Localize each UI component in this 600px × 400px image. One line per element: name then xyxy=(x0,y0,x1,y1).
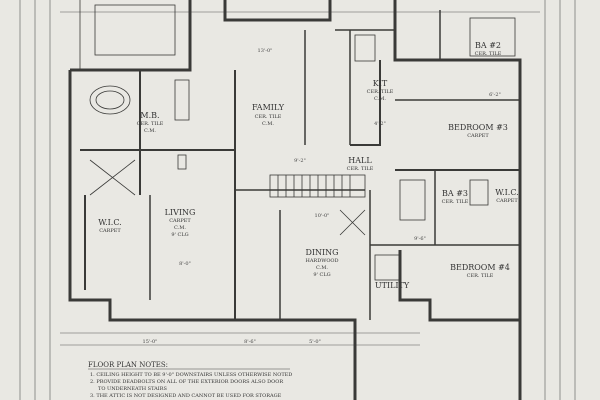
dimension-label: 9'-6" xyxy=(414,236,426,242)
note-item: 1. CEILING HEIGHT TO BE 9'-0" DOWNSTAIRS… xyxy=(90,372,292,378)
room-label-ba2: BA #2 xyxy=(475,41,501,50)
floor-plan-notes: FLOOR PLAN NOTES: 1. CEILING HEIGHT TO B… xyxy=(88,361,292,399)
dimension-label: 13'-0" xyxy=(258,48,273,54)
room-floor-ba2: CER. TILE xyxy=(475,51,502,57)
room-floor-dining: HARDWOOD xyxy=(305,258,338,264)
dimension-label: 4'-2" xyxy=(374,121,386,127)
room-label-wic-right: W.I.C. xyxy=(495,188,518,197)
dimension-label: 5'-0" xyxy=(309,339,321,345)
room-label-family: FAMILY xyxy=(252,103,285,112)
dimension-label: 8'-0" xyxy=(179,261,191,267)
room-label-hall: HALL xyxy=(348,156,372,165)
dimension-label: 15'-0" xyxy=(143,339,158,345)
room-floor-mb: CER. TILE xyxy=(137,121,164,127)
dimension-lines xyxy=(19,0,576,400)
room-label-kit: KIT xyxy=(373,79,388,88)
room-label-living: LIVING xyxy=(165,208,196,217)
room-label-dining: DINING xyxy=(305,248,338,257)
stairs xyxy=(269,174,366,198)
dimension-label: 8'-6" xyxy=(244,339,256,345)
room-ceiling-living: 9' CLG xyxy=(171,232,188,238)
dimension-label: 10'-0" xyxy=(315,213,330,219)
room-floor-hall: CER. TILE xyxy=(347,166,374,172)
room-ceiling-dining: 9' CLG xyxy=(313,272,330,278)
room-extra-kit: C.M. xyxy=(374,96,386,102)
walls xyxy=(68,0,522,400)
room-extra-living: C.M. xyxy=(174,225,186,231)
room-floor-wic-left: CARPET xyxy=(99,228,121,234)
dimension-label: 6'-2" xyxy=(489,92,501,98)
room-floor-bedroom4: CER. TILE xyxy=(467,273,494,279)
room-floor-ba3: CER. TILE xyxy=(442,199,469,205)
room-label-wic-left: W.I.C. xyxy=(98,218,121,227)
note-item: 2. PROVIDE DEADBOLTS ON ALL OF THE EXTER… xyxy=(90,379,283,385)
room-floor-living: CARPET xyxy=(169,218,191,224)
room-floor-kit: CER. TILE xyxy=(367,89,394,95)
room-extra-dining: C.M. xyxy=(316,265,328,271)
dimension-label: 9'-2" xyxy=(294,158,306,164)
room-floor-wic-right: CARPET xyxy=(496,198,518,204)
room-label-bedroom3: BEDROOM #3 xyxy=(448,123,508,132)
room-extra-family: C.M. xyxy=(262,121,274,127)
room-label-bedroom4: BEDROOM #4 xyxy=(450,263,510,272)
fixtures xyxy=(89,17,516,281)
room-label-ba3: BA #3 xyxy=(442,189,468,198)
notes-title: FLOOR PLAN NOTES: xyxy=(88,361,168,369)
bathtub xyxy=(89,85,131,115)
room-label-mb: M.B. xyxy=(140,111,159,120)
note-item: 3. THE ATTIC IS NOT DESIGNED AND CANNOT … xyxy=(90,393,282,399)
room-floor-bedroom3: CARPET xyxy=(467,133,489,139)
room-extra-mb: C.M. xyxy=(144,128,156,134)
note-item: TO UNDERNEATH STAIRS xyxy=(98,386,168,392)
room-floor-family: CER. TILE xyxy=(255,114,282,120)
room-label-utility: UTILITY xyxy=(375,281,410,290)
